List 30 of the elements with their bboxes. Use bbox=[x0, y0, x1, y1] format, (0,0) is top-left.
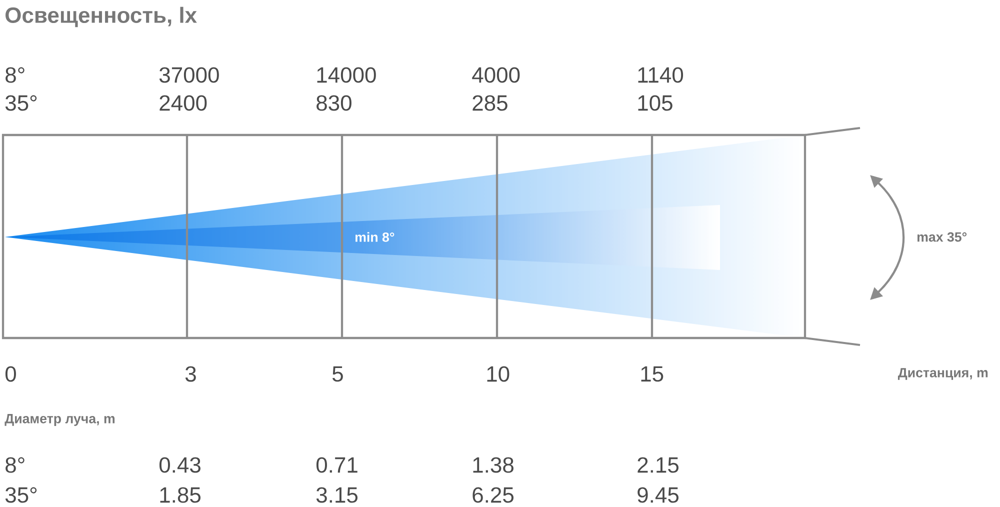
value-label: 8° bbox=[6, 67, 24, 83]
chart-title: Освещенность, lx bbox=[6, 6, 197, 28]
axis-label: max 35° bbox=[917, 232, 967, 242]
value-label: 3.15 bbox=[316, 487, 358, 503]
value-label: 15 bbox=[641, 366, 664, 382]
axis-label: Дистанция, m bbox=[898, 368, 988, 380]
value-label: 14000 bbox=[317, 67, 376, 83]
value-label: 37000 bbox=[159, 67, 219, 83]
value-label: 6.25 bbox=[472, 487, 514, 503]
value-label: 35° bbox=[5, 95, 37, 111]
value-label: 2400 bbox=[160, 95, 207, 111]
value-label: 0 bbox=[5, 366, 16, 382]
value-label: 105 bbox=[638, 95, 672, 111]
value-label: 3 bbox=[185, 366, 196, 382]
axis-label: Диаметр луча, m bbox=[4, 414, 115, 426]
value-label: 10 bbox=[487, 366, 510, 382]
value-label: 0.43 bbox=[159, 457, 200, 473]
angle-label: min 8° bbox=[355, 232, 394, 242]
value-label: 4000 bbox=[472, 67, 520, 83]
value-label: 9.45 bbox=[638, 487, 678, 503]
value-label: 8° bbox=[6, 457, 24, 473]
value-label: 285 bbox=[472, 95, 508, 111]
value-label: 0.71 bbox=[316, 457, 358, 473]
value-label: 830 bbox=[316, 95, 352, 111]
value-label: 1140 bbox=[638, 67, 684, 83]
value-label: 2.15 bbox=[638, 457, 678, 473]
value-label: 1.38 bbox=[473, 457, 514, 473]
value-label: 5 bbox=[332, 366, 343, 382]
value-label: 1.85 bbox=[160, 487, 200, 503]
value-label: 35° bbox=[5, 487, 37, 503]
